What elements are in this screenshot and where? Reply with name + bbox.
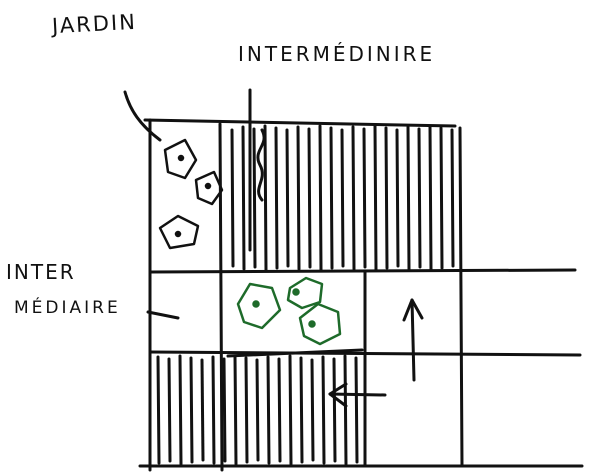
label-inter-left-line2: MÉDIAIRE [14, 298, 121, 318]
tree-icon [158, 214, 200, 250]
hatch-line [255, 358, 260, 462]
hatched-block-bottom [156, 354, 359, 466]
hatch-line [277, 357, 282, 463]
hatch-line [384, 126, 389, 270]
hatch-line [343, 354, 348, 466]
hatch-line [222, 357, 227, 463]
hatch-line [211, 355, 216, 465]
tree-icon [194, 170, 224, 206]
hatch-line [156, 355, 161, 465]
hatch-line [373, 124, 378, 272]
hatch-line [321, 355, 326, 465]
hatch-line [310, 358, 315, 462]
tree-trunk-dot [204, 182, 212, 190]
hatch-line [439, 126, 444, 270]
hatch-line [428, 124, 433, 272]
hatch-line [200, 358, 205, 462]
pointer-squiggle [256, 128, 266, 202]
arrow-icon [402, 298, 424, 322]
hatch-line [332, 357, 337, 463]
hatch-line [263, 124, 268, 272]
hatch-line [406, 125, 411, 271]
hatch-line [178, 354, 183, 466]
tree-icon [163, 138, 198, 180]
right-block-edge [458, 126, 464, 468]
hatch-line [252, 127, 257, 269]
trees-garden [158, 138, 224, 250]
tree-trunk-dot [292, 288, 300, 296]
arrow-left-line [328, 392, 387, 397]
hatch-line [354, 356, 359, 464]
hatch-line [299, 356, 304, 464]
jardin-pointer [123, 90, 162, 142]
plan-grid-lines [123, 88, 584, 472]
label-jardin: JARDIN [51, 9, 138, 39]
hatch-line [329, 126, 334, 270]
hatch-line [266, 355, 271, 465]
tree-icon [286, 276, 324, 310]
hatch-line [351, 125, 356, 271]
tree-icon [236, 282, 282, 330]
hatch-line [241, 125, 246, 271]
hatched-block-top [230, 124, 455, 272]
label-intermediaire-top: INTERMÉDINIRE [238, 42, 436, 66]
tree-trunk-dot [177, 154, 185, 162]
circulation-arrows [328, 298, 424, 408]
hatch-line [417, 127, 422, 269]
inter-left-pointer [146, 310, 180, 320]
inner-court-bottom [226, 348, 364, 358]
trees-courtyard [236, 276, 342, 346]
arrow-icon [328, 382, 348, 408]
left-column-divider [218, 122, 224, 472]
hatch-line [395, 128, 400, 268]
arrow-up-line [410, 298, 416, 382]
tree-trunk-dot [308, 320, 316, 328]
hatch-line [288, 354, 293, 466]
outer-top-edge [143, 118, 457, 128]
tree-trunk-dot [174, 230, 182, 238]
tree-trunk-dot [252, 300, 260, 308]
hatch-line [189, 356, 194, 464]
hatch-line [244, 356, 249, 464]
hatch-line [450, 128, 455, 268]
upper-horizontal-line [148, 268, 577, 274]
hatch-line [296, 125, 301, 271]
hatch-line [285, 128, 290, 268]
hatch-line [362, 127, 367, 269]
hatch-line [318, 124, 323, 272]
hatch-line [233, 354, 238, 466]
hatch-line [167, 357, 172, 463]
hatch-line [230, 128, 235, 268]
hatch-line [307, 127, 312, 269]
label-inter-left-line1: INTER [6, 260, 76, 284]
tree-icon [298, 302, 342, 346]
hatch-line [274, 126, 279, 270]
hatch-line [340, 128, 345, 268]
